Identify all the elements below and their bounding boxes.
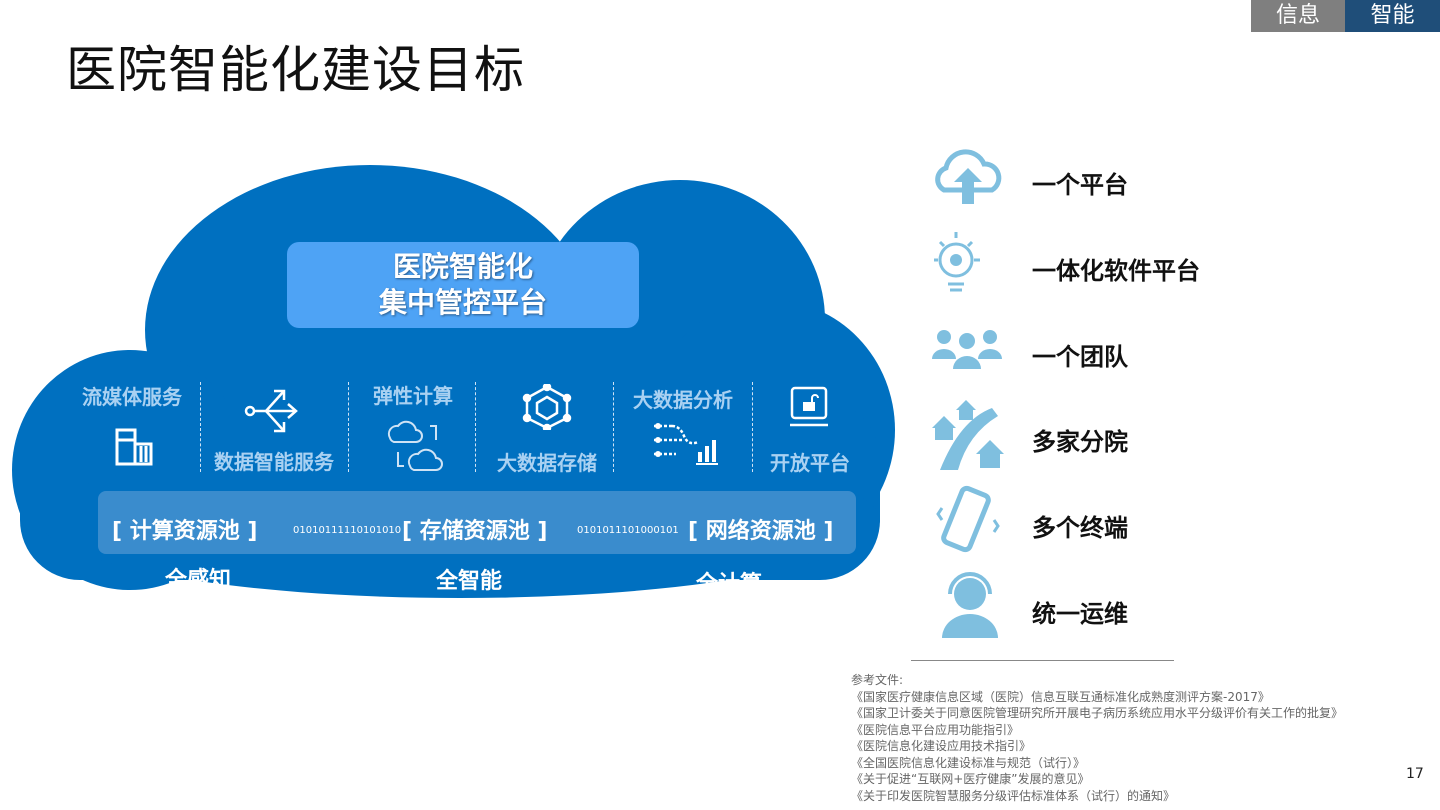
references: 参考文件: 《国家医疗健康信息区域（医院）信息互联互通标准化成熟度测评方案-20… bbox=[851, 672, 1343, 804]
reference-item: 《国家卫计委关于同意医院管理研究所开展电子病历系统应用水平分级评价有关工作的批复… bbox=[851, 706, 1344, 720]
reference-item: 《医院信息化建设应用技术指引》 bbox=[851, 739, 1032, 753]
goal-label: 多家分院 bbox=[1032, 428, 1128, 456]
laptop-unlock-icon bbox=[788, 386, 830, 428]
tag-info: 信息 bbox=[1251, 0, 1345, 32]
binary-text-1: 01010111110101010 bbox=[293, 525, 402, 536]
page-number: 17 bbox=[1406, 766, 1424, 782]
cloud-upload-icon bbox=[930, 148, 1010, 218]
storage-pool: [ 存储资源池 ] bbox=[402, 519, 548, 544]
server-icon bbox=[115, 428, 153, 466]
goal-label: 一体化软件平台 bbox=[1032, 257, 1200, 285]
team-icon bbox=[930, 325, 1010, 395]
network-pool: [ 网络资源池 ] bbox=[688, 519, 834, 544]
service-open-platform: 开放平台 bbox=[770, 451, 850, 475]
lightbulb-gear-icon bbox=[930, 228, 1010, 298]
branch-houses-icon bbox=[930, 400, 1010, 470]
page-title: 医院智能化建设目标 bbox=[66, 41, 525, 99]
cloud-sync-icon bbox=[386, 420, 444, 476]
share-arrows-icon bbox=[244, 388, 300, 434]
service-big-data-analysis: 大数据分析 bbox=[633, 388, 733, 412]
label-full-computing: 全计算 bbox=[696, 572, 763, 597]
goal-label: 多个终端 bbox=[1032, 514, 1128, 542]
label-full-intelligence: 全智能 bbox=[436, 569, 503, 594]
platform-line2: 集中管控平台 bbox=[378, 286, 547, 319]
reference-item: 《全国医院信息化建设标准与规范（试行）》 bbox=[851, 755, 1086, 770]
service-big-data-storage: 大数据存储 bbox=[497, 451, 597, 475]
data-analysis-icon bbox=[652, 422, 722, 466]
service-elastic-compute: 弹性计算 bbox=[373, 384, 453, 408]
label-full-perception: 全感知 bbox=[165, 568, 232, 593]
goal-label: 统一运维 bbox=[1032, 600, 1128, 628]
reference-item: 《关于印发医院智慧服务分级评估标准体系（试行）的通知》 bbox=[851, 788, 1176, 803]
resource-pool-bar bbox=[98, 491, 856, 554]
service-streaming: 流媒体服务 bbox=[82, 385, 182, 409]
goal-label: 一个平台 bbox=[1032, 171, 1128, 199]
support-agent-icon bbox=[930, 572, 1010, 642]
reference-item: 《国家医疗健康信息区域（医院）信息互联互通标准化成熟度测评方案-2017》 bbox=[851, 689, 1270, 704]
mobile-device-icon bbox=[930, 484, 1010, 554]
references-heading: 参考文件: bbox=[851, 673, 904, 687]
tag-smart: 智能 bbox=[1345, 0, 1440, 32]
goal-label: 一个团队 bbox=[1032, 343, 1128, 371]
hexagon-network-icon bbox=[522, 384, 572, 430]
platform-line1: 医院智能化 bbox=[392, 250, 533, 283]
central-platform-panel: 医院智能化 集中管控平台 bbox=[287, 242, 639, 328]
reference-item: 《关于促进“互联网+医疗健康”发展的意见》 bbox=[851, 772, 1090, 786]
reference-item: 《医院信息平台应用功能指引》 bbox=[851, 722, 1020, 737]
divider bbox=[911, 660, 1174, 661]
binary-text-2: 0101011101000101 bbox=[577, 525, 679, 536]
service-data-intelligence: 数据智能服务 bbox=[214, 450, 334, 474]
compute-pool: [ 计算资源池 ] bbox=[112, 519, 258, 544]
